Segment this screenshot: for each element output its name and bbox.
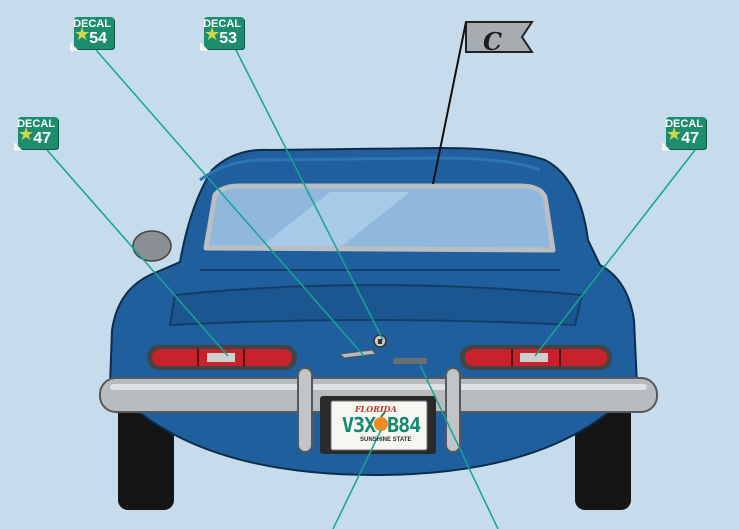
plate-slogan: SUNSHINE STATE [360,437,411,443]
flag-letter: C [483,27,502,56]
right-reverse-light [520,353,548,362]
decal-tag-54: ★ DECAL 54 [70,17,114,51]
trunk-lid [170,285,582,325]
left-reverse-light [207,353,235,362]
decal-tag-47-left: ★ DECAL 47 [14,117,58,151]
left-bumper-guard [298,368,312,452]
decal-tag-53: ★ DECAL 53 [200,17,244,51]
model-badge [393,358,427,364]
side-mirror [133,231,171,261]
right-bumper-guard [446,368,460,452]
decal-tag-47-right: ★ DECAL 47 [662,117,706,151]
